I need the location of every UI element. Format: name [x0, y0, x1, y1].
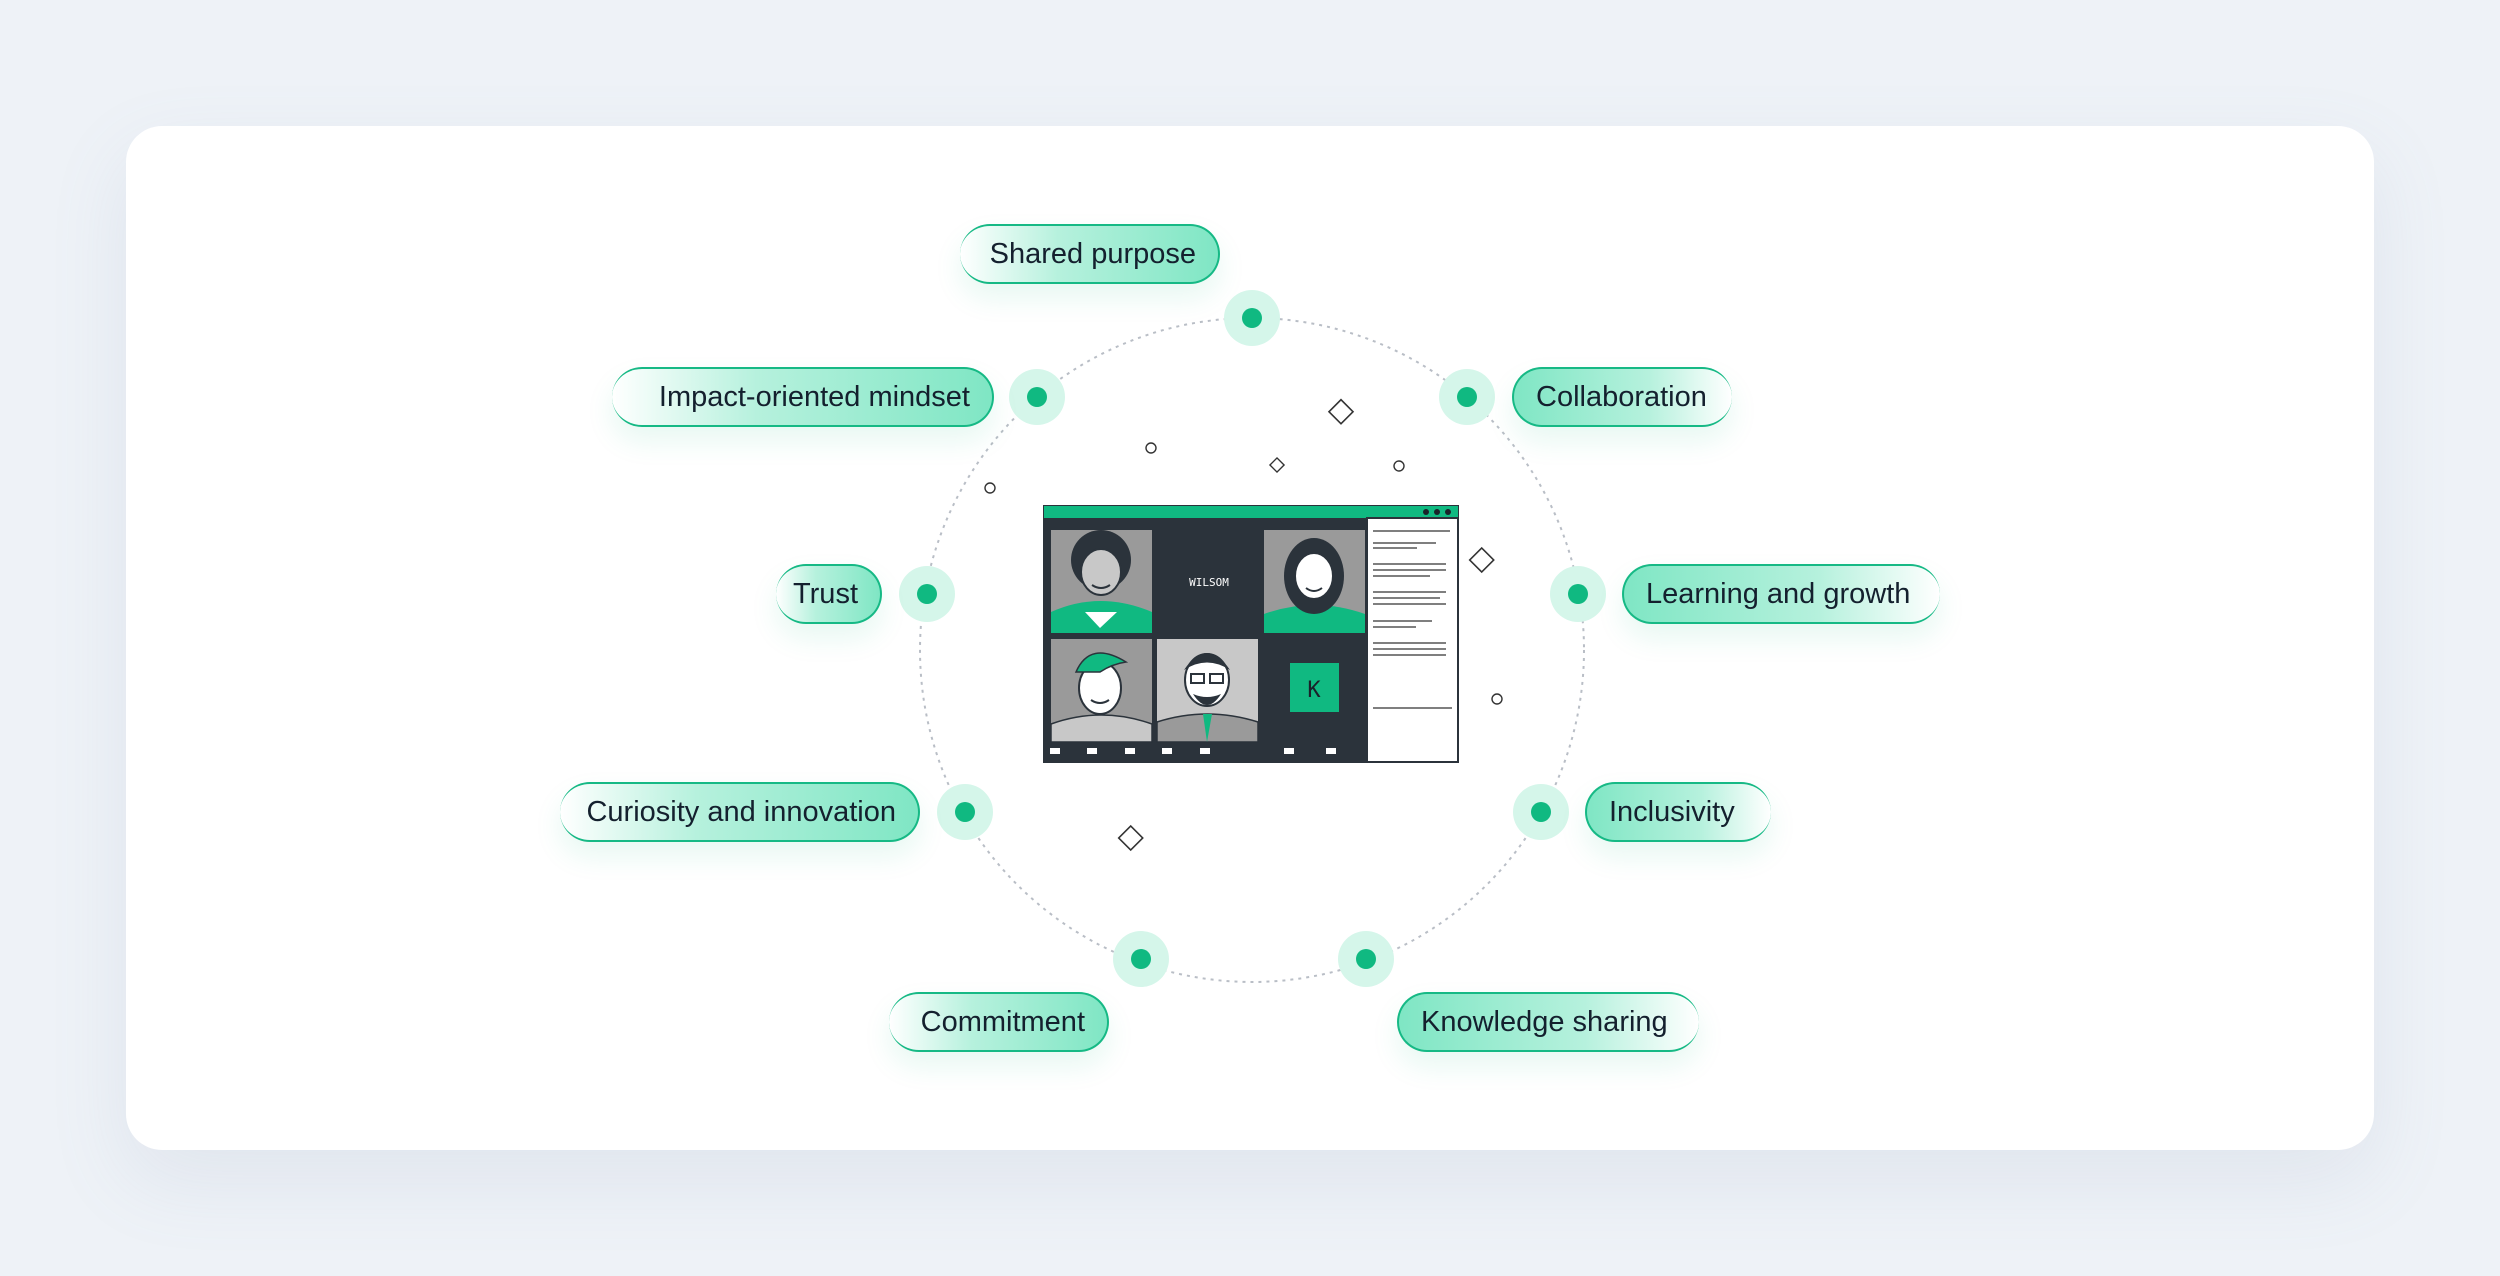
value-pill-shared-purpose: Shared purpose — [960, 224, 1220, 284]
value-pill-commitment: Commitment — [889, 992, 1109, 1052]
circle-decoration — [1146, 443, 1156, 453]
letter-avatar-label: K — [1307, 678, 1321, 703]
value-label: Learning and growth — [1622, 578, 1910, 610]
node-trust — [899, 566, 955, 622]
participant-tile — [1051, 530, 1152, 633]
node-impact-oriented-mindset — [1009, 369, 1065, 425]
value-pill-inclusivity: Inclusivity — [1585, 782, 1771, 842]
node-inclusivity — [1513, 784, 1569, 840]
window-title-bar — [1044, 506, 1458, 518]
value-label: Trust — [793, 578, 882, 610]
node-collaboration — [1439, 369, 1495, 425]
value-pill-knowledge-sharing: Knowledge sharing — [1397, 992, 1699, 1052]
diamond-decoration — [1270, 458, 1284, 472]
value-pill-trust: Trust — [776, 564, 882, 624]
value-label: Curiosity and innovation — [586, 796, 920, 828]
circle-decoration — [1492, 694, 1502, 704]
value-pill-impact-oriented-mindset: Impact-oriented mindset — [612, 367, 994, 427]
node-knowledge-sharing — [1338, 931, 1394, 987]
value-label: Commitment — [921, 1006, 1109, 1038]
value-label: Inclusivity — [1585, 796, 1735, 828]
value-label: Impact-oriented mindset — [659, 381, 994, 413]
video-call-illustration: WILSOM — [1044, 506, 1458, 762]
participant-name-label: WILSOM — [1189, 576, 1229, 589]
circle-decoration — [1394, 461, 1404, 471]
chat-panel — [1367, 518, 1458, 762]
value-pill-collaboration: Collaboration — [1512, 367, 1732, 427]
node-shared-purpose — [1224, 290, 1280, 346]
node-commitment — [1113, 931, 1169, 987]
value-label: Knowledge sharing — [1397, 1006, 1668, 1038]
participant-tile — [1264, 530, 1365, 633]
diamond-decoration — [1470, 548, 1494, 572]
node-curiosity-and-innovation — [937, 784, 993, 840]
diamond-decoration — [1329, 400, 1353, 424]
value-pill-curiosity-and-innovation: Curiosity and innovation — [560, 782, 920, 842]
diamond-decoration — [1119, 826, 1143, 850]
value-label: Collaboration — [1512, 381, 1707, 413]
circle-decoration — [985, 483, 995, 493]
participant-tile — [1157, 639, 1258, 742]
value-pill-learning-and-growth: Learning and growth — [1622, 564, 1940, 624]
participant-tile — [1051, 639, 1152, 742]
node-learning-and-growth — [1550, 566, 1606, 622]
value-label: Shared purpose — [990, 238, 1220, 270]
